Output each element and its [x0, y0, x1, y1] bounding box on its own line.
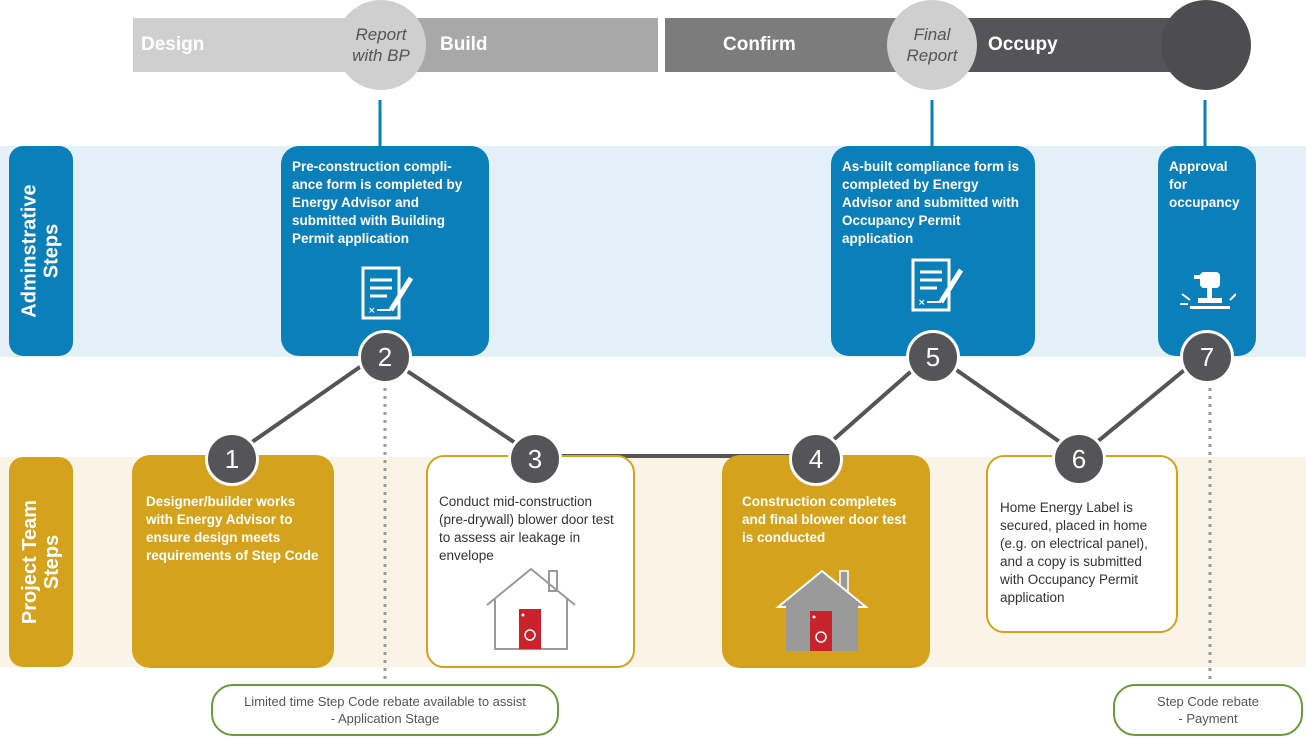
stamp-icon — [1180, 272, 1236, 309]
svg-text:×: × — [918, 298, 926, 308]
team-step-6-text: Home Energy Label is secured, placed in … — [1000, 500, 1148, 605]
step-badge-1: 1 — [205, 432, 259, 486]
step-badge-3: 3 — [508, 432, 562, 486]
team-step-1-box: Designer/builder works with Energy Advis… — [132, 455, 334, 668]
team-step-3-text: Conduct mid-construction (pre-drywall) b… — [439, 494, 614, 563]
document-icon: × — [361, 266, 414, 320]
admin-step-2-box: Pre-construction compli- ance form is co… — [281, 146, 489, 356]
team-step-4-text: Construction completes and final blower … — [742, 494, 907, 545]
phase-confirm: Confirm — [665, 18, 930, 72]
final-report-circle: Final Report — [887, 0, 977, 90]
admin-band-label: Adminstrative Steps — [9, 146, 73, 356]
team-step-4-box: Construction completes and final blower … — [722, 455, 930, 668]
rebate-payment-pill: Step Code rebate - Payment — [1113, 684, 1303, 736]
admin-step-5-box: As-built compliance form is completed by… — [831, 146, 1035, 356]
occupy-end-circle — [1161, 0, 1251, 90]
admin-step-7-text: Approval for occupancy — [1169, 159, 1240, 210]
team-band-label: Project Team Steps — [9, 457, 73, 667]
admin-step-2-text: Pre-construction compli- ance form is co… — [292, 159, 463, 246]
step-badge-4: 4 — [789, 432, 843, 486]
team-step-3-box: Conduct mid-construction (pre-drywall) b… — [426, 455, 635, 668]
admin-step-5-text: As-built compliance form is completed by… — [842, 159, 1020, 246]
team-step-6-box: Home Energy Label is secured, placed in … — [986, 455, 1178, 633]
phase-build: Build — [378, 18, 658, 72]
admin-step-7-box: Approval for occupancy — [1158, 146, 1256, 356]
report-with-bp-circle: Report with BP — [336, 0, 426, 90]
step-badge-7: 7 — [1180, 330, 1234, 384]
step-badge-5: 5 — [906, 330, 960, 384]
team-step-1-text: Designer/builder works with Energy Advis… — [146, 494, 319, 563]
step-badge-6: 6 — [1052, 432, 1106, 486]
house-icon — [486, 567, 576, 650]
house-icon — [775, 569, 869, 651]
svg-text:×: × — [368, 306, 376, 316]
admin-band — [0, 146, 1306, 357]
document-icon: × — [911, 258, 964, 312]
rebate-application-pill: Limited time Step Code rebate available … — [211, 684, 559, 736]
step-badge-2: 2 — [358, 330, 412, 384]
